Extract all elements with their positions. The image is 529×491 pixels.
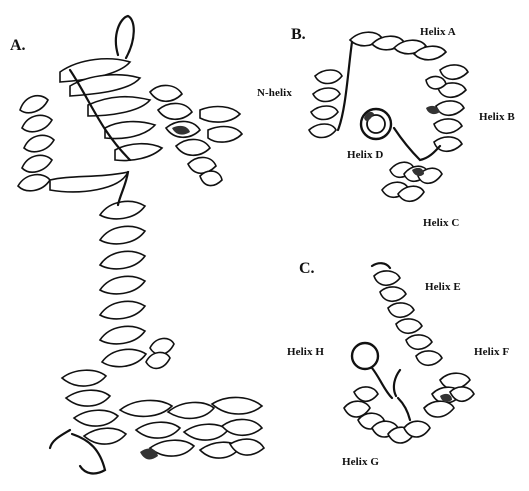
panel-b-helix-d <box>361 109 391 139</box>
panel-b-label: B. <box>291 27 306 43</box>
panel-b-helix-c <box>382 128 442 201</box>
panel-a-long-helix <box>100 172 146 367</box>
panel-a-top-loop <box>116 16 134 58</box>
panel-a-top-right-helix <box>150 85 242 185</box>
panel-a-label: A. <box>10 38 26 54</box>
panel-c-helix-g <box>344 387 430 443</box>
helix-h-label: Helix H <box>287 347 324 358</box>
panel-c-label: C. <box>299 261 315 277</box>
helix-d-label: Helix D <box>347 150 383 161</box>
helix-b-label: Helix B <box>479 112 515 123</box>
panel-a-top-center-helix <box>60 59 162 161</box>
panel-a-side-helix <box>146 338 174 368</box>
panel-a-structure <box>18 16 264 473</box>
panel-b-helix-b <box>426 65 468 151</box>
panel-a-bottom-helix <box>50 370 264 473</box>
helix-e-label: Helix E <box>425 282 461 293</box>
panel-c-helix-e <box>372 263 442 365</box>
helix-a-label: Helix A <box>420 27 456 38</box>
panel-b-structure <box>309 32 468 201</box>
n-helix-label: N-helix <box>257 88 292 99</box>
panel-c-helix-f <box>424 373 474 417</box>
helix-c-label: Helix C <box>423 218 459 229</box>
panel-b-n-helix <box>309 70 342 138</box>
helix-g-label: Helix G <box>342 457 379 468</box>
helix-f-label: Helix F <box>474 347 509 358</box>
